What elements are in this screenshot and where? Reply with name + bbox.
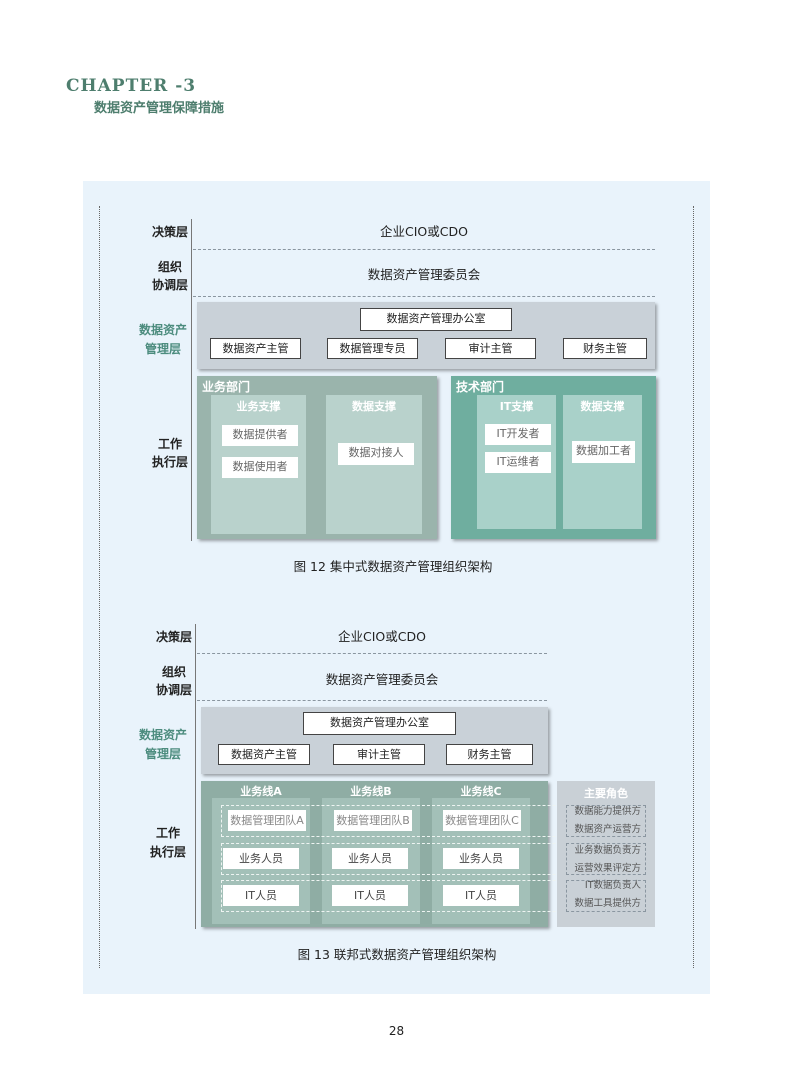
- fig12-business-dept-title: 业务部门: [202, 380, 251, 394]
- fig12-tech-col-2-title: 数据支撑: [580, 400, 625, 413]
- fig12-office-box: 数据资产管理办公室: [360, 308, 512, 331]
- fig12-layer-exec-1: 工作: [157, 437, 182, 451]
- fig13-main-role: 数据工具提供方: [574, 898, 641, 909]
- fig12-caption: 图 12 集中式数据资产管理组织架构: [293, 559, 493, 574]
- fig13-line-title: 业务线B: [350, 785, 392, 798]
- fig13-layer-mgmt-1: 数据资产: [138, 728, 187, 742]
- fig13-role-pair-box: [566, 805, 646, 837]
- fig12-role-tag: IT开发者: [485, 424, 551, 445]
- fig13-it-staff-box: IT人员: [223, 885, 299, 906]
- fig13-divider: [197, 653, 547, 654]
- fig12-divider: [193, 249, 655, 250]
- fig12-role-tag: 数据提供者: [222, 425, 298, 446]
- fig13-role-box: 数据资产主管: [218, 744, 310, 765]
- fig13-main-role: 业务数据负责方: [574, 845, 641, 856]
- fig13-main-role: IT数据负责人: [584, 880, 641, 891]
- chapter-subtitle: 数据资产管理保障措施: [94, 101, 225, 116]
- fig13-main-role: 数据资产运营方: [574, 824, 641, 835]
- fig13-team-box: 数据管理团队B: [334, 810, 412, 831]
- fig13-it-staff-box: IT人员: [443, 885, 519, 906]
- fig13-coord-text: 数据资产管理委员会: [325, 672, 439, 687]
- fig13-biz-staff-box: 业务人员: [223, 848, 299, 869]
- fig13-layer-coord-2: 协调层: [155, 683, 192, 697]
- fig13-biz-staff-box: 业务人员: [332, 848, 408, 869]
- fig13-line-title: 业务线A: [240, 785, 282, 798]
- fig12-layer-axis: [191, 219, 192, 541]
- fig12-biz-col-2-title: 数据支撑: [352, 400, 396, 413]
- fig13-biz-staff-box: 业务人员: [443, 848, 519, 869]
- fig13-layer-mgmt-2: 管理层: [144, 747, 181, 761]
- fig12-role-tag: IT运维者: [485, 452, 551, 473]
- fig13-team-box: 数据管理团队A: [228, 810, 306, 831]
- fig12-role-tag: 数据对接人: [338, 443, 414, 465]
- fig13-team-box: 数据管理团队C: [443, 810, 521, 831]
- fig12-role-box: 审计主管: [445, 338, 536, 359]
- fig12-tech-dept-title: 技术部门: [456, 380, 505, 394]
- fig12-layer-mgmt-1: 数据资产: [138, 323, 187, 337]
- fig12-coord-text: 数据资产管理委员会: [367, 267, 481, 282]
- fig13-layer-exec-1: 工作: [155, 826, 180, 840]
- fig13-divider: [197, 700, 547, 701]
- fig12-layer-coord-1: 组织: [157, 260, 182, 274]
- fig13-it-staff-box: IT人员: [332, 885, 408, 906]
- fig12-divider: [193, 296, 655, 297]
- fig12-decision-text: 企业CIO或CDO: [380, 224, 468, 239]
- fig13-main-role: 运营效果评定方: [574, 863, 641, 874]
- fig12-biz-col-1-title: 业务支撑: [236, 400, 281, 413]
- fig12-tech-col-1-title: IT支撑: [499, 400, 534, 413]
- page-number: 28: [388, 1024, 405, 1038]
- fig12-role-tag: 数据加工者: [572, 441, 635, 463]
- fig12-layer-decision: 决策层: [151, 225, 188, 239]
- fig13-layer-axis: [195, 624, 196, 929]
- fig13-main-role: 数据能力提供方: [574, 806, 641, 817]
- fig13-role-pair-box: [566, 843, 646, 875]
- fig12-role-box: 数据资产主管: [210, 338, 301, 359]
- fig12-layer-mgmt-2: 管理层: [144, 342, 181, 356]
- fig12-layer-coord-2: 协调层: [151, 278, 188, 292]
- fig13-caption: 图 13 联邦式数据资产管理组织架构: [297, 947, 497, 962]
- fig12-layer-exec-2: 执行层: [151, 455, 188, 469]
- fig12-role-box: 财务主管: [563, 338, 647, 359]
- fig13-decision-text: 企业CIO或CDO: [338, 629, 426, 644]
- fig13-line-title: 业务线C: [460, 785, 502, 798]
- chapter-label: CHAPTER -3: [66, 76, 197, 96]
- fig13-main-roles-title: 主要角色: [584, 787, 628, 800]
- fig13-role-pair-box: [566, 880, 646, 912]
- fig13-layer-exec-2: 执行层: [149, 845, 186, 859]
- left-dotted-border: [99, 206, 100, 968]
- fig13-office-box: 数据资产管理办公室: [303, 712, 456, 735]
- fig13-role-box: 审计主管: [333, 744, 425, 765]
- fig13-layer-coord-1: 组织: [161, 665, 186, 679]
- fig12-role-box: 数据管理专员: [327, 338, 418, 359]
- fig13-layer-decision: 决策层: [155, 630, 192, 644]
- right-dotted-border: [693, 206, 694, 968]
- fig13-role-box: 财务主管: [446, 744, 533, 765]
- fig12-role-tag: 数据使用者: [222, 457, 298, 478]
